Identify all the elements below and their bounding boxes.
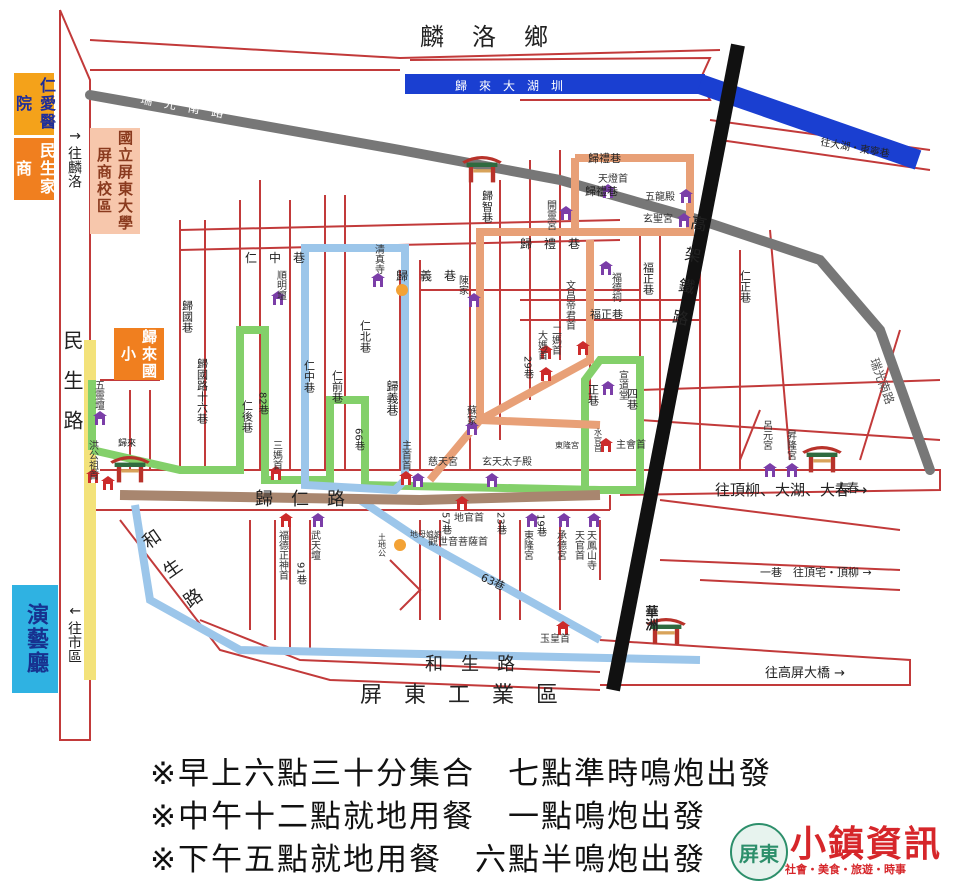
guili-lane-label-2: 歸禮巷 bbox=[588, 151, 621, 165]
temple-label-16: 慈天宮 bbox=[428, 455, 458, 468]
temple-label-31: 土地公 bbox=[378, 532, 387, 557]
schedule-note-2: ※中午十二點就地用餐 一點鳴炮出發 bbox=[150, 799, 706, 835]
renbei-label: 仁北巷 bbox=[359, 320, 372, 353]
gate-label-huazhou: 華洲 bbox=[643, 604, 659, 632]
gate-label-right: 大春 bbox=[835, 481, 859, 495]
to-shiqu-label: ↓ 往市區 bbox=[66, 605, 82, 663]
route-brown bbox=[119, 490, 601, 506]
guiyi-v-label: 歸義巷 bbox=[385, 380, 399, 416]
temple-label-21: 承德宮 bbox=[555, 530, 567, 561]
temple-label-11: 文昌帝君首 bbox=[564, 279, 576, 331]
temple-label-13: 大媽首 bbox=[536, 329, 548, 361]
temple-label-20: 東隆宮 bbox=[522, 529, 534, 561]
guilai-elementary-box: 歸來國小 bbox=[114, 328, 164, 380]
temple-label-0: 天燈首 bbox=[598, 172, 628, 185]
orange-markers bbox=[394, 284, 408, 551]
lane-66-label: 66巷 bbox=[353, 428, 365, 451]
to-lin-label: ↑ 往麟洛 bbox=[66, 130, 82, 189]
temple-label-22: 天鳳山寺 bbox=[585, 530, 597, 570]
route-green bbox=[88, 326, 644, 494]
route-blue bbox=[131, 244, 701, 664]
temple-label-15: 主首首 bbox=[400, 440, 412, 471]
minsheng-road-label: 民 生 路 bbox=[60, 330, 84, 430]
to-dingliu-label: 往頂柳、大湖、大春 → bbox=[715, 481, 867, 499]
temple-label-30: 玉皇首 bbox=[540, 632, 570, 645]
canal-dahupi bbox=[405, 74, 705, 94]
temple-label-32: 水官首 bbox=[594, 427, 603, 453]
brand-logo: 屏東 小鎮資訊 社會・美食・旅遊・時事 bbox=[730, 815, 955, 881]
temple-label-19: 觀世音菩薩首 bbox=[428, 535, 488, 548]
temple-label-34: 地母娘娘 bbox=[410, 529, 442, 539]
temple-label-12: 二媽首 bbox=[550, 325, 562, 356]
lane-29-label: 29巷 bbox=[522, 356, 534, 379]
temple-label-28: 呂元宮 bbox=[761, 420, 773, 451]
to-gaoping-label: 往高屏大橋 → bbox=[765, 665, 845, 681]
temple-label-8: 順明壇 bbox=[275, 270, 287, 300]
brand-mark-icon: 屏東 bbox=[730, 823, 788, 881]
bottom-district-label: 屏 東 工 業 區 bbox=[360, 683, 558, 708]
temple-label-3: 開靈宮 bbox=[545, 200, 557, 231]
temple-label-26: 福德正神首 bbox=[277, 529, 289, 581]
temple-label-23: 天官首 bbox=[573, 530, 585, 561]
temple-label-14: 三媽首 bbox=[271, 440, 283, 471]
lane-19-label: 19巷 bbox=[535, 514, 547, 537]
temple-label-17: 玄天太子殿 bbox=[482, 455, 532, 468]
temple-label-24: 宣道堂 bbox=[617, 369, 629, 400]
renzhong-lane-label: 仁 中 巷 bbox=[245, 250, 305, 265]
road-network bbox=[59, 9, 941, 741]
temple-label-4: 福德祠 bbox=[610, 271, 622, 303]
renzhong-v-label: 仁中巷 bbox=[303, 360, 316, 393]
fuzheng-v-label: 福正巷 bbox=[642, 261, 655, 295]
temple-label-2: 玄聖宮 bbox=[643, 212, 673, 225]
brand-title: 小鎮資訊 bbox=[790, 824, 943, 865]
temple-label-25: 主會首 bbox=[616, 438, 646, 451]
gate-label-left: 歸來 bbox=[118, 437, 136, 449]
schedule-note-3: ※下午五點就地用餐 六點半鳴炮出發 bbox=[150, 842, 706, 878]
guili-lane-label: 歸 禮 巷 bbox=[520, 237, 580, 251]
canal-label: 歸 來 大 湖 圳 bbox=[455, 78, 563, 93]
top-district-label: 麟 洛 鄉 bbox=[420, 23, 550, 51]
temple-label-9: 五靈壇 bbox=[93, 380, 105, 410]
temple-label-29: 昇隆宮 bbox=[785, 430, 797, 461]
performing-arts-box: 演藝廳 bbox=[12, 585, 58, 693]
temple-label-5: 清真寺 bbox=[373, 243, 385, 274]
temple-label-1: 五龍殿 bbox=[645, 190, 675, 203]
schedule-note-1: ※早上六點三十分集合 七點準時鳴炮出發 bbox=[150, 756, 772, 792]
university-box: 國立屏東大學屏商校區 bbox=[90, 128, 140, 234]
fuzheng-lane-label: 福正巷 bbox=[590, 307, 623, 321]
temple-label-10: 洪公祖首 bbox=[87, 440, 99, 481]
renhou-label: 仁後巷 bbox=[241, 400, 254, 433]
lane-zheng-label: 正巷 bbox=[587, 384, 600, 406]
elevated-railway bbox=[606, 43, 745, 692]
guiyi-lane-label: 歸 義 巷 bbox=[396, 268, 456, 283]
temple-label-18: 地官首 bbox=[454, 511, 484, 524]
lane-82-label: 82巷 bbox=[257, 392, 269, 415]
lane-57-label: 57巷 bbox=[440, 512, 452, 535]
renai-hospital-box: 仁愛醫院 bbox=[13, 73, 56, 135]
guiguo-label: 歸國巷 bbox=[181, 299, 194, 333]
renqian-label: 仁前巷 bbox=[331, 370, 344, 403]
lane-63-label: 63巷 bbox=[479, 571, 507, 593]
canal-dahupi-east bbox=[696, 74, 922, 170]
hesheng-bottom-label: 和 生 路 bbox=[425, 654, 515, 675]
lane-23-label: 23巷 bbox=[495, 512, 507, 535]
guizhi-label: 歸智巷 bbox=[481, 189, 494, 223]
guiren-road-label: 歸 仁 路 bbox=[255, 489, 345, 510]
temple-label-7: 陳家 bbox=[457, 275, 469, 295]
guiguo16-label: 歸國路十六巷 bbox=[196, 357, 209, 424]
renzheng-label: 仁正巷 bbox=[739, 270, 752, 303]
to-dingzhai-label: 一巷 往頂宅・頂柳 → bbox=[760, 565, 872, 579]
lane-si-label: 四巷 bbox=[626, 388, 639, 410]
temple-label-27: 武天壇 bbox=[309, 529, 321, 560]
lane-91-label: 91巷 bbox=[295, 562, 307, 585]
minsheng-school-box: 民生家商 bbox=[13, 138, 56, 200]
temple-label-33: 東隆宮 bbox=[555, 440, 579, 450]
guili-lane-label-3: 歸禮巷 bbox=[585, 184, 618, 198]
brand-tagline: 社會・美食・旅遊・時事 bbox=[785, 863, 906, 876]
temple-label-6: 蘇家 bbox=[465, 404, 477, 425]
